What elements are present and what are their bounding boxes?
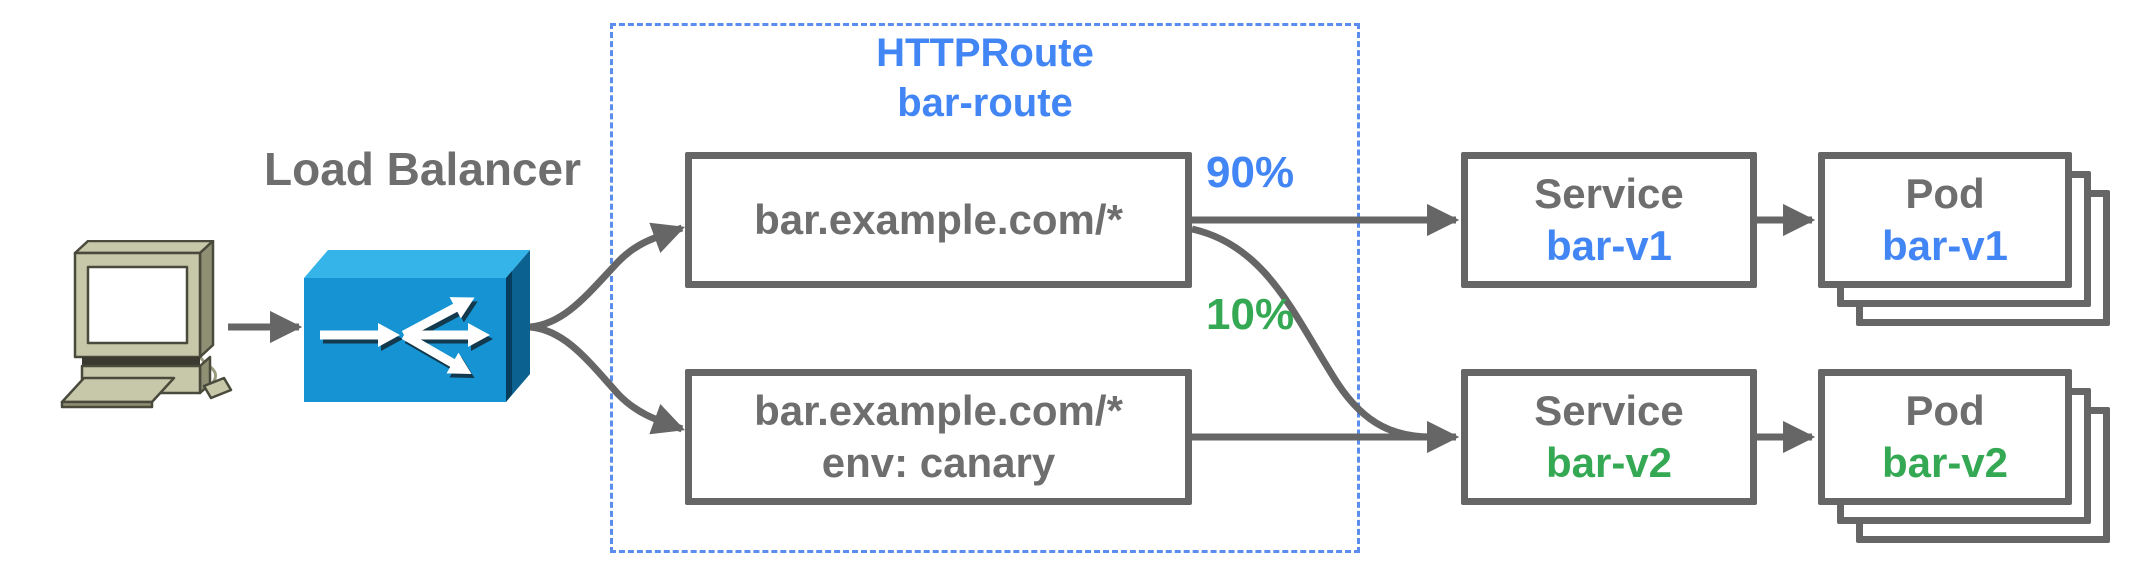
service-v2-name: bar-v2 [1545, 439, 1673, 486]
load-balancer-icon [304, 250, 530, 402]
rule1-match-text: bar.example.com/* [754, 196, 1123, 243]
service-bar-v2-box: Service bar-v2 [1461, 369, 1757, 505]
pod-v1-name: bar-v1 [1881, 222, 2009, 269]
httproute-kind: HTTPRoute [876, 31, 1094, 75]
pod-bar-v1-stack: Pod bar-v1 [1818, 152, 2110, 326]
httproute-name: bar-route [897, 81, 1073, 125]
pod-v2-name: bar-v2 [1881, 439, 2009, 486]
computer-keyboard [60, 376, 176, 404]
service-v2-kind: Service [1534, 387, 1684, 434]
service-v1-kind: Service [1534, 170, 1684, 217]
weight-90-label: 90% [1206, 148, 1295, 197]
rule2-header-match-text: env: canary [821, 439, 1056, 486]
service-v1-name: bar-v1 [1545, 222, 1673, 269]
computer-mouse [202, 376, 233, 400]
rule1-match-box: bar.example.com/* [685, 152, 1192, 288]
load-balancer-label: Load Balancer [264, 143, 581, 195]
pod-bar-v1-box: Pod bar-v1 [1818, 152, 2072, 288]
httproute-title: HTTPRoute bar-route [610, 28, 1360, 128]
weight-10-label: 10% [1206, 290, 1295, 339]
pod-v1-kind: Pod [1905, 170, 1985, 217]
desktop-computer-icon [60, 240, 233, 409]
rule2-match-text: bar.example.com/* [754, 387, 1123, 434]
lb-split-arrows [320, 297, 493, 378]
computer-screen [86, 265, 189, 345]
service-bar-v1-box: Service bar-v1 [1461, 152, 1757, 288]
pod-bar-v2-box: Pod bar-v2 [1818, 369, 2072, 505]
rule2-match-box: bar.example.com/* env: canary [685, 369, 1192, 505]
pod-v2-kind: Pod [1905, 387, 1985, 434]
pod-bar-v2-stack: Pod bar-v2 [1818, 369, 2110, 543]
